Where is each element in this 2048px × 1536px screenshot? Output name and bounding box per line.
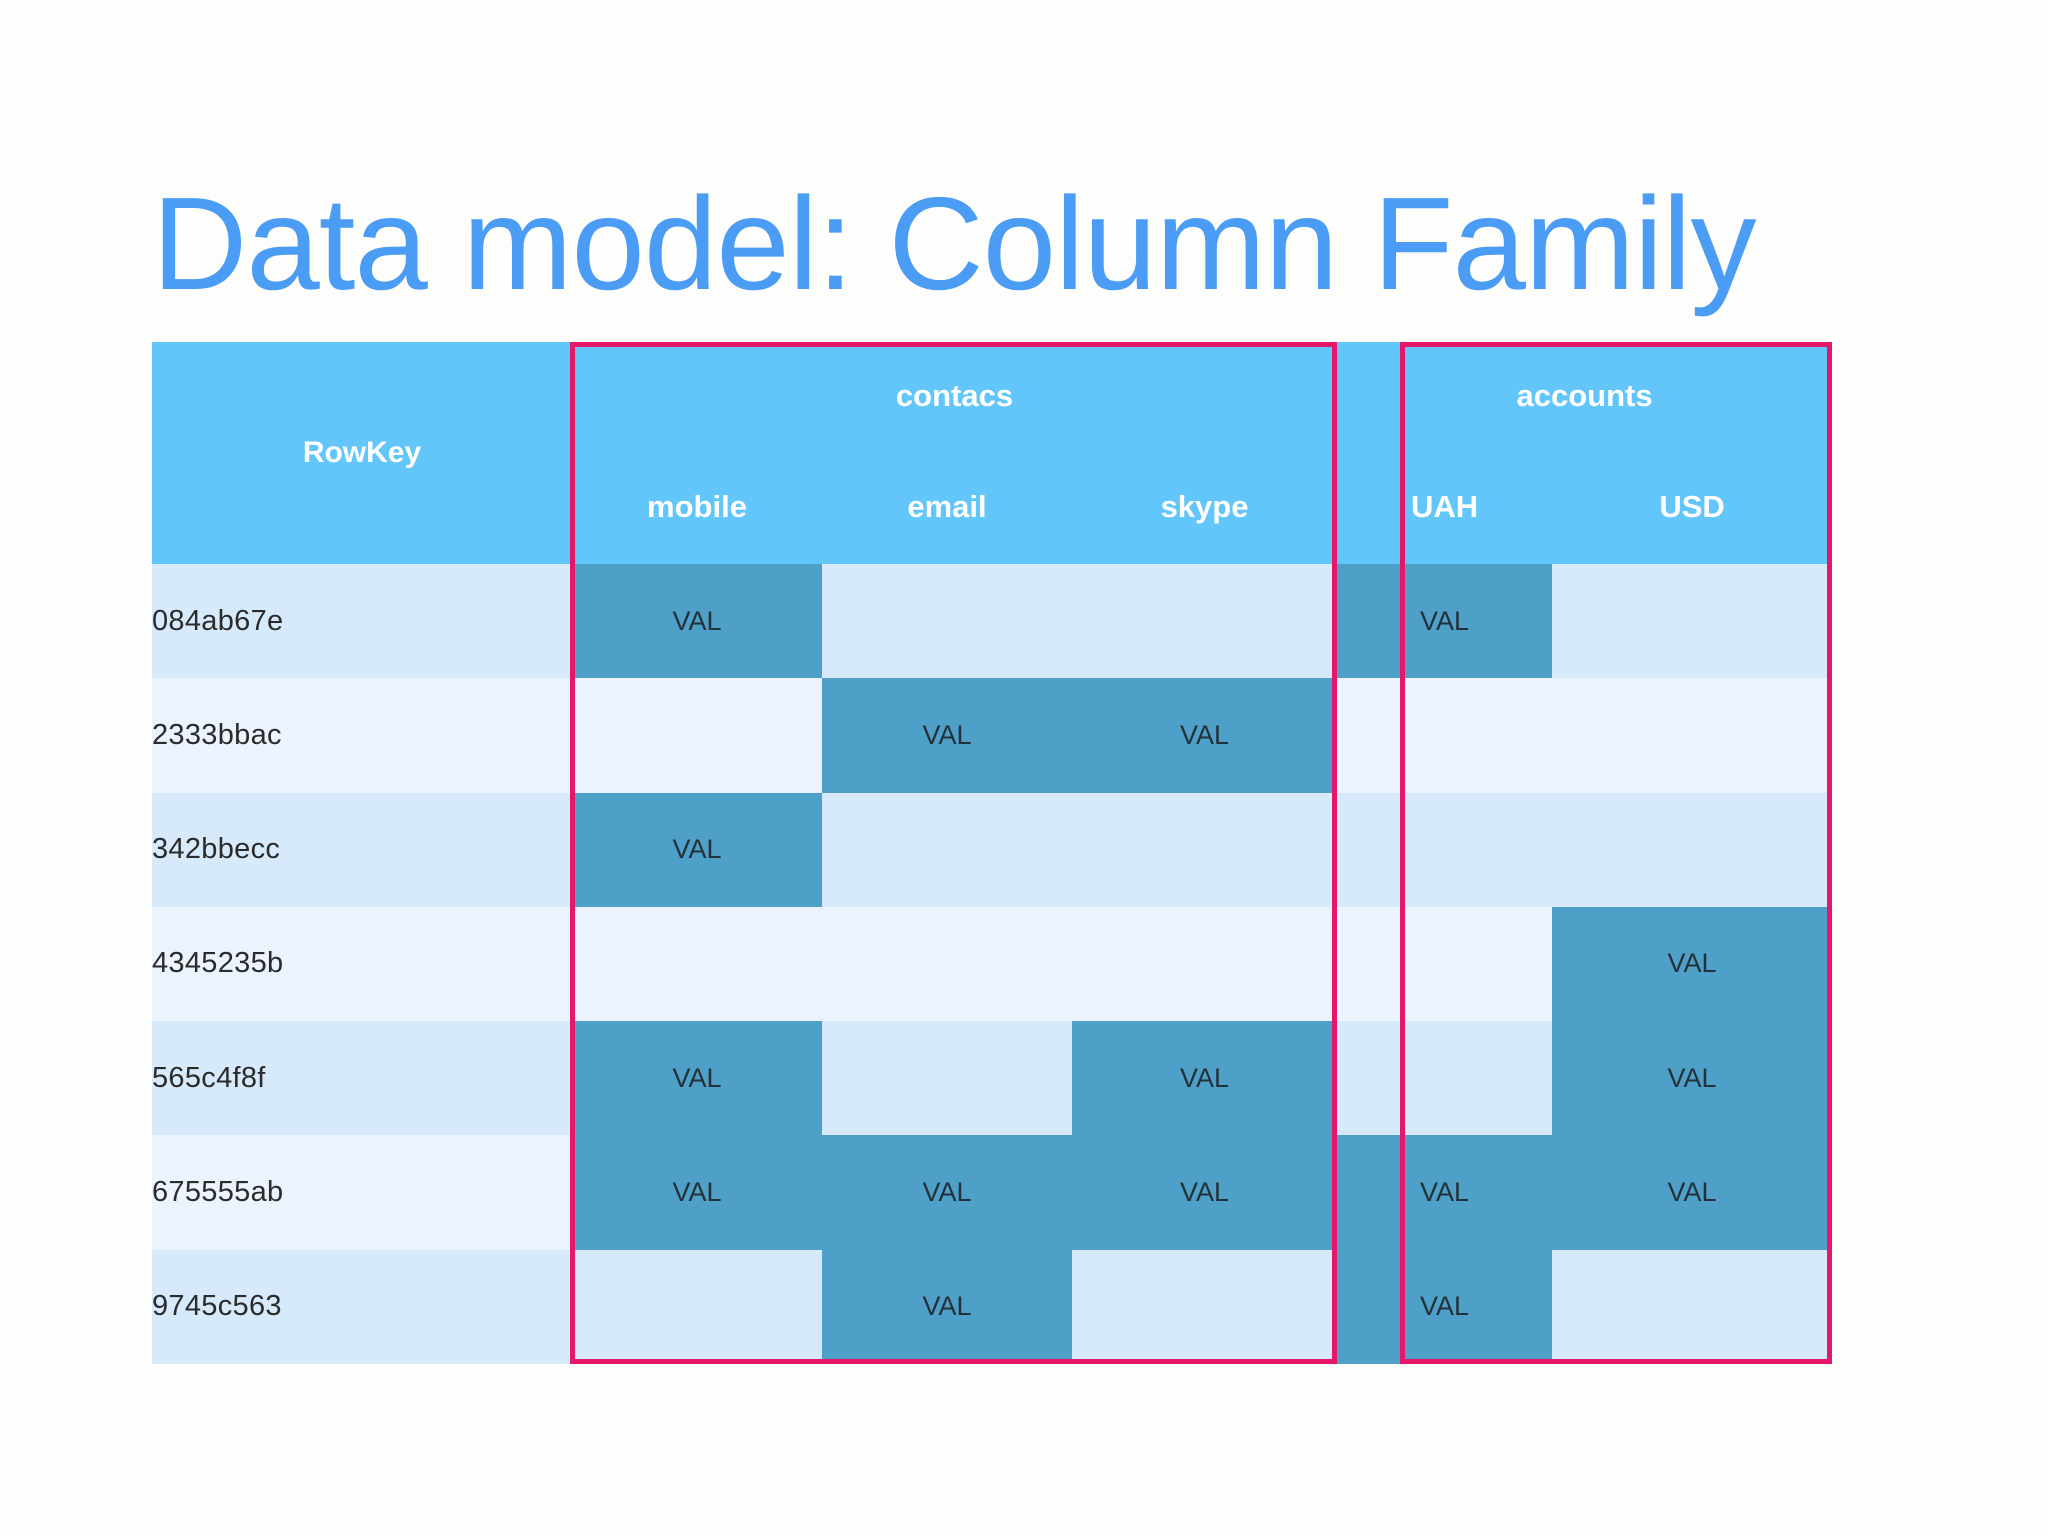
data-cell-uah: VAL — [1337, 678, 1553, 793]
data-cell-mobile: VAL — [572, 1135, 822, 1250]
table-row: 2333bbacVALVALVALVALVAL — [152, 678, 1833, 793]
cell-value: VAL — [1420, 1291, 1470, 1322]
row-key-cell: 675555ab — [152, 1135, 572, 1250]
table-header-group-row: RowKey contacs accounts — [152, 342, 1833, 564]
data-cell-uah: VAL — [1337, 1249, 1553, 1364]
data-cell-usd: VAL — [1552, 1249, 1833, 1364]
cell-value: VAL — [1667, 1177, 1717, 1208]
column-family-table-container: RowKey contacs accounts mobile email sky… — [152, 342, 1833, 1364]
data-cell-usd: VAL — [1552, 1021, 1833, 1136]
data-cell-mobile: VAL — [572, 678, 822, 793]
data-cell-mobile: VAL — [572, 564, 822, 679]
data-cell-uah: VAL — [1337, 1021, 1553, 1136]
column-family-header-accounts: accounts — [1337, 342, 1833, 450]
page-title: Data model: Column Family — [152, 170, 1757, 318]
data-cell-usd: VAL — [1552, 1135, 1833, 1250]
data-cell-email: VAL — [822, 1249, 1072, 1364]
cell-value: VAL — [1180, 1177, 1230, 1208]
data-cell-uah: VAL — [1337, 564, 1553, 679]
row-key-cell: 9745c563 — [152, 1249, 572, 1364]
data-cell-uah: VAL — [1337, 1135, 1553, 1250]
data-cell-uah: VAL — [1337, 906, 1553, 1022]
data-cell-skype: VAL — [1072, 1021, 1338, 1136]
row-key-cell: 342bbecc — [152, 792, 572, 907]
cell-value: VAL — [672, 834, 722, 865]
column-family-table: RowKey contacs accounts mobile email sky… — [152, 342, 1833, 1364]
column-header-rowkey: RowKey — [152, 342, 572, 564]
table-row: 4345235bVALVALVALVALVAL — [152, 906, 1833, 1022]
cell-value: VAL — [1420, 605, 1470, 636]
data-cell-email: VAL — [822, 1135, 1072, 1250]
data-cell-skype: VAL — [1072, 1135, 1338, 1250]
data-cell-usd: VAL — [1552, 906, 1833, 1022]
table-row: 675555ab VAL VAL VAL VAL VAL — [152, 1135, 1833, 1250]
row-key-cell: 2333bbac — [152, 678, 572, 793]
cell-value: VAL — [1180, 1062, 1230, 1093]
row-key-cell: 084ab67e — [152, 564, 572, 679]
table-header: RowKey contacs accounts mobile email sky… — [152, 342, 1833, 564]
cell-value: VAL — [1420, 1177, 1470, 1208]
cell-value: VAL — [672, 1062, 722, 1093]
data-cell-email: VAL — [822, 906, 1072, 1022]
data-cell-mobile: VAL — [572, 1249, 822, 1364]
cell-value: VAL — [672, 605, 722, 636]
column-family-header-contacs: contacs — [572, 342, 1338, 450]
data-cell-skype: VAL — [1072, 678, 1338, 793]
data-cell-mobile: VAL — [572, 1021, 822, 1136]
cell-value: VAL — [922, 1291, 972, 1322]
cell-value: VAL — [922, 719, 972, 750]
column-header-skype: skype — [1072, 450, 1338, 564]
table-row: 9745c563VALVALVALVALVAL — [152, 1249, 1833, 1364]
data-cell-skype: VAL — [1072, 1249, 1338, 1364]
column-header-uah: UAH — [1337, 450, 1553, 564]
row-key-cell: 565c4f8f — [152, 1021, 572, 1136]
data-cell-email: VAL — [822, 1021, 1072, 1136]
data-cell-email: VAL — [822, 678, 1072, 793]
row-key-cell: 4345235b — [152, 906, 572, 1022]
data-cell-email: VAL — [822, 564, 1072, 679]
data-cell-usd: VAL — [1552, 678, 1833, 793]
column-header-mobile: mobile — [572, 450, 822, 564]
cell-value: VAL — [922, 1177, 972, 1208]
data-cell-usd: VAL — [1552, 564, 1833, 679]
column-header-email: email — [822, 450, 1072, 564]
table-header-column-row: mobile email skype UAH USD — [152, 450, 1833, 564]
column-header-usd: USD — [1552, 450, 1833, 564]
cell-value: VAL — [1667, 948, 1717, 979]
data-cell-email: VAL — [822, 792, 1072, 907]
data-cell-mobile: VAL — [572, 792, 822, 907]
data-cell-skype: VAL — [1072, 564, 1338, 679]
data-cell-uah: VAL — [1337, 792, 1553, 907]
cell-value: VAL — [672, 1177, 722, 1208]
table-row: 084ab67eVALVALVALVALVAL — [152, 564, 1833, 679]
table-row: 565c4f8f VAL VAL VAL VAL VAL — [152, 1021, 1833, 1136]
cell-value: VAL — [1180, 719, 1230, 750]
cell-value: VAL — [1667, 1062, 1717, 1093]
table-body: 084ab67eVALVALVALVALVAL2333bbacVALVALVAL… — [152, 564, 1833, 1364]
data-cell-usd: VAL — [1552, 792, 1833, 907]
data-cell-skype: VAL — [1072, 792, 1338, 907]
table-row: 342bbeccVALVALVALVALVAL — [152, 792, 1833, 907]
data-cell-mobile: VAL — [572, 906, 822, 1022]
data-cell-skype: VAL — [1072, 906, 1338, 1022]
